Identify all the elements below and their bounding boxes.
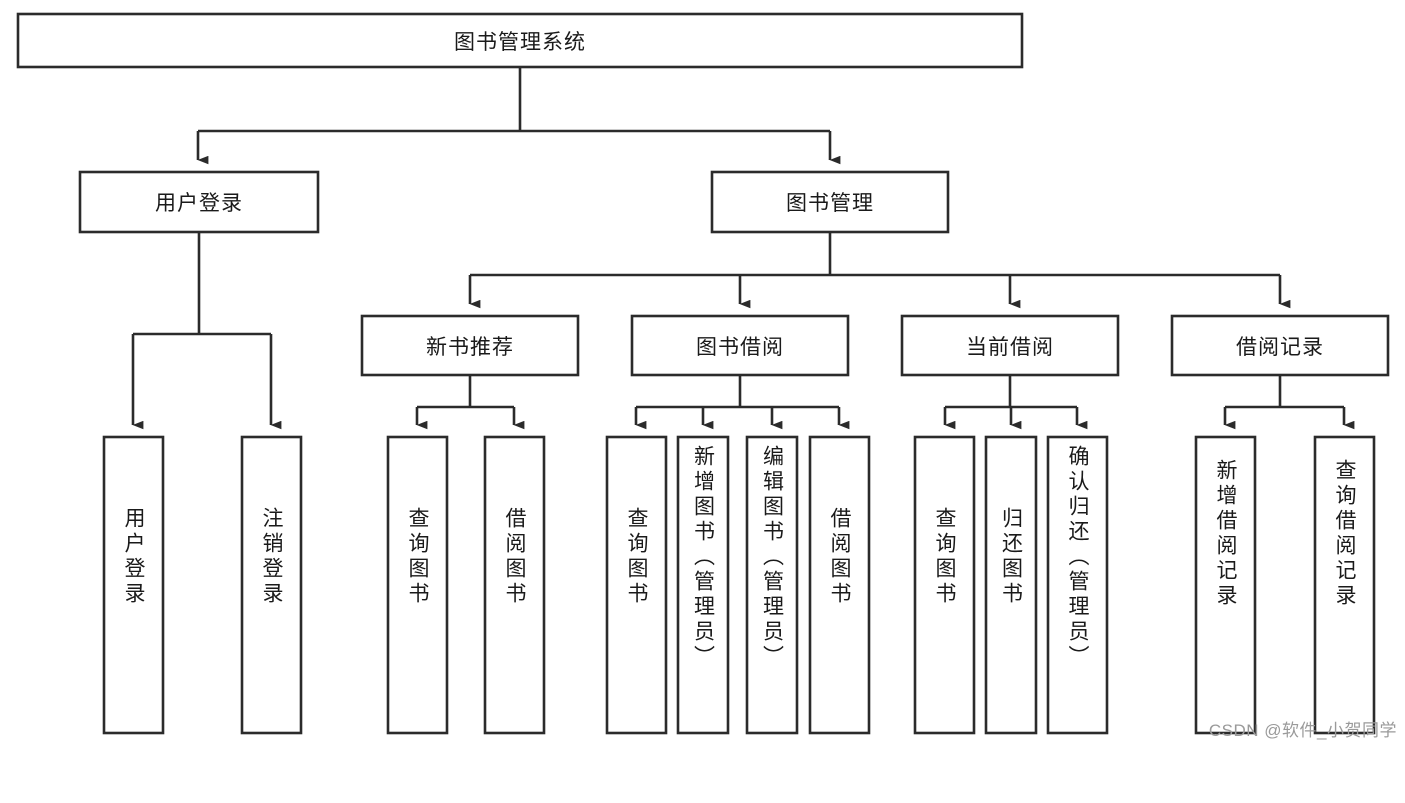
leaf-new-book-0[interactable] xyxy=(386,435,449,735)
leaf-book-borrow-3[interactable] xyxy=(808,435,871,735)
leaf-current-borrow-1[interactable] xyxy=(984,435,1038,735)
leaf-current-borrow-2[interactable] xyxy=(1046,435,1109,735)
node-new-book-recommend[interactable] xyxy=(360,314,580,377)
leaf-borrow-record-1[interactable] xyxy=(1313,435,1376,735)
node-borrow-record[interactable] xyxy=(1170,314,1390,377)
leaf-book-borrow-2[interactable] xyxy=(745,435,799,735)
leaf-current-borrow-0[interactable] xyxy=(913,435,976,735)
node-root[interactable] xyxy=(16,12,1024,69)
leaf-user-login-1[interactable] xyxy=(240,435,303,735)
leaf-book-borrow-1[interactable] xyxy=(676,435,730,735)
connector-currentborrow-to-leaves xyxy=(943,375,1088,430)
connector-bookborrow-to-leaves xyxy=(634,375,850,430)
leaf-user-login-0[interactable] xyxy=(102,435,165,735)
node-book-borrow[interactable] xyxy=(630,314,850,377)
leaf-book-borrow-0[interactable] xyxy=(605,435,668,735)
node-book-management[interactable] xyxy=(710,170,950,234)
connector-userlogin-to-leaves xyxy=(131,232,282,430)
connector-root-to-level2 xyxy=(196,67,841,165)
connector-bookmgmt-to-level3 xyxy=(468,232,1291,309)
tree-diagram-svg xyxy=(16,12,1390,735)
connector-borrowrecord-to-leaves xyxy=(1223,375,1355,430)
leaf-new-book-1[interactable] xyxy=(483,435,546,735)
node-current-borrow[interactable] xyxy=(900,314,1120,377)
leaf-borrow-record-0[interactable] xyxy=(1194,435,1257,735)
watermark-label: CSDN @软件_小贺同学 xyxy=(1208,721,1397,740)
node-user-login[interactable] xyxy=(78,170,320,234)
diagram-canvas: 图书管理系统 用户登录 图书管理 新书推荐 图书借阅 当前借阅 借阅记录 用户登… xyxy=(16,12,1397,740)
connector-newbook-to-leaves xyxy=(415,375,525,430)
